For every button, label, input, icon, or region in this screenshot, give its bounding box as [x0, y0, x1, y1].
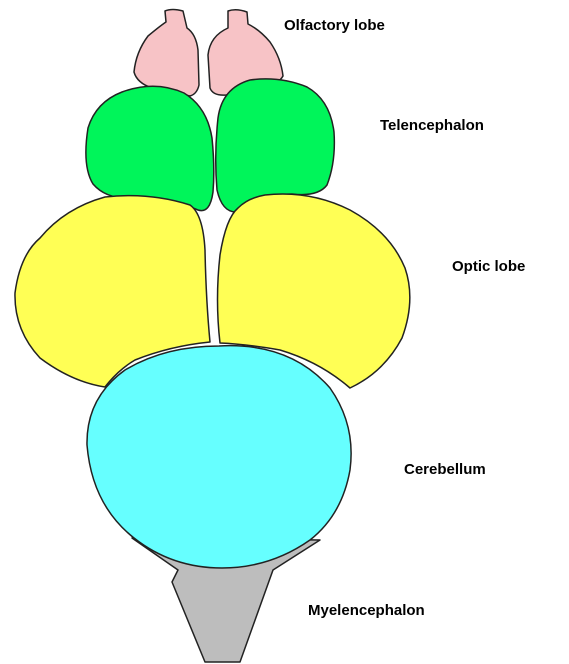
cerebellum-shape — [87, 346, 351, 568]
olfactory-lobe-label: Olfactory lobe — [284, 18, 385, 33]
cerebellum-label: Cerebellum — [404, 462, 486, 477]
optic-lobe-label: Optic lobe — [452, 259, 525, 274]
olfactory-lobe-left-shape — [134, 10, 199, 97]
telencephalon-label: Telencephalon — [380, 118, 484, 133]
telencephalon-right-shape — [216, 79, 335, 212]
telencephalon-left-shape — [86, 86, 214, 210]
myelencephalon-label: Myelencephalon — [308, 603, 425, 618]
